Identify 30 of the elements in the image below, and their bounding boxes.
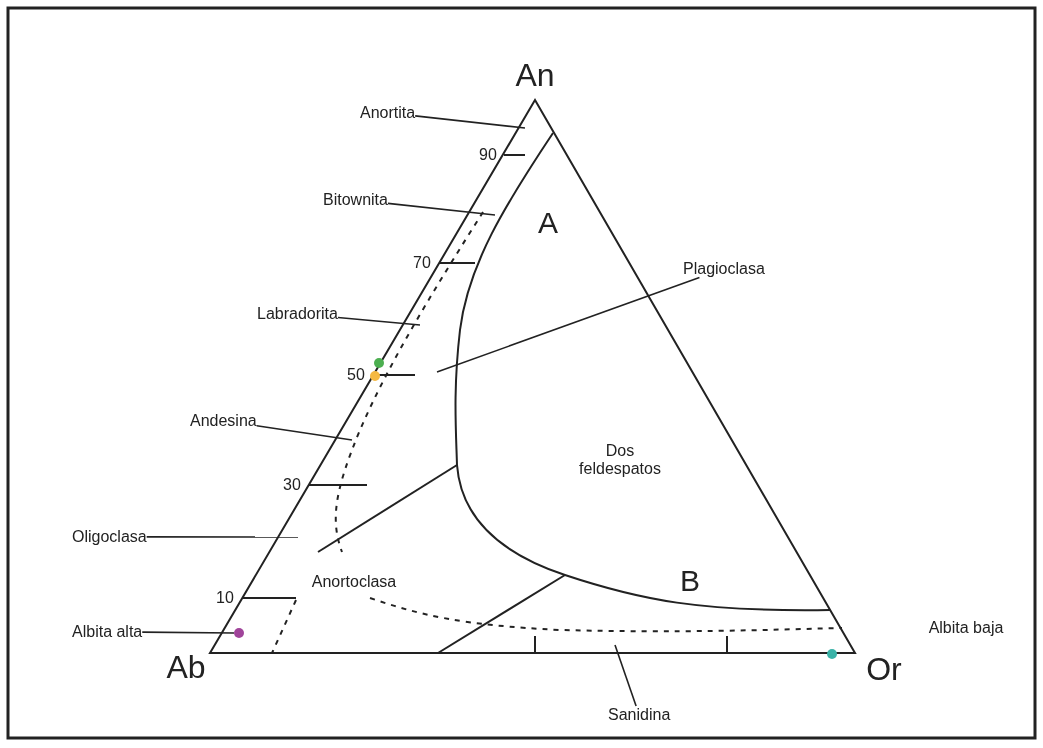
leader-line (414, 115, 526, 129)
vertex-label: Ab (166, 650, 206, 686)
mineral-label: Oligoclasa (72, 528, 147, 546)
field-label: Dos feldespatos (578, 442, 662, 478)
tick-label: 10 (216, 589, 234, 607)
leader-line (141, 631, 235, 634)
mineral-label: Anortita (360, 104, 416, 122)
mineral-label: Sanidina (608, 706, 671, 724)
leader-line (614, 644, 637, 707)
leader-line (255, 424, 353, 441)
vertex-label: Or (866, 652, 902, 688)
point-marker (234, 628, 244, 638)
field-letter: B (680, 563, 700, 597)
mineral-label: Albita alta (72, 623, 143, 641)
field-label: Anortoclasa (311, 573, 397, 591)
field-label: Plagioclasa (683, 260, 765, 278)
mineral-label: Labradorita (257, 305, 338, 323)
tick-label: 50 (347, 366, 365, 384)
tick-label: 70 (413, 254, 431, 272)
leader-line (145, 536, 299, 538)
leader-line (436, 276, 701, 373)
mineral-label: Bitownita (323, 191, 388, 209)
vertex-label: An (515, 58, 555, 94)
mineral-label: Andesina (190, 412, 257, 430)
leader-line (387, 202, 496, 216)
tick-label: 30 (283, 476, 301, 494)
mineral-label: Albita baja (928, 619, 1004, 637)
field-letter: A (538, 205, 558, 239)
leader-line (337, 316, 421, 326)
tick-label: 90 (479, 146, 497, 164)
